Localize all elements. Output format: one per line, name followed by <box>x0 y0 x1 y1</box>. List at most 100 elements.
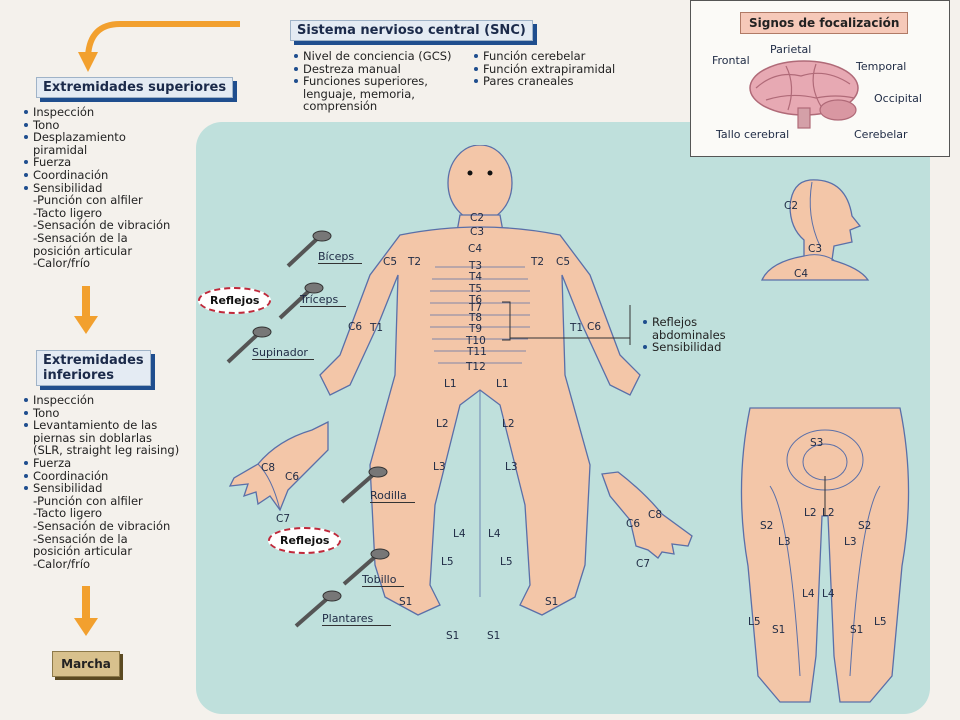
list-item: Levantamiento de las <box>24 419 196 432</box>
derm-c6-left: C6 <box>348 321 363 333</box>
down-arrow-icon <box>74 286 98 334</box>
snc-list-left: Nivel de conciencia (GCS)Destreza manual… <box>294 50 469 113</box>
derm-s1-right: S1 <box>545 596 559 608</box>
derm-t1-left: T1 <box>370 322 384 334</box>
derm-s1-left: S1 <box>399 596 413 608</box>
lower-limbs-title-2: inferiores <box>43 368 114 383</box>
derm-s1-foot-left: S1 <box>446 630 460 642</box>
focal-signs-title: Signos de focalización <box>740 12 909 34</box>
derm-c3: C3 <box>470 226 485 238</box>
derm-post-s2-left: S2 <box>760 520 774 532</box>
derm-t2-left: T2 <box>408 256 422 268</box>
list-item: posición articular <box>33 243 133 258</box>
focal-label-parietal: Parietal <box>770 43 812 56</box>
top-arrow-icon <box>78 21 240 72</box>
derm-c6-right: C6 <box>587 321 602 333</box>
derm-post-l3-left: L3 <box>778 536 791 548</box>
list-item: abdominales <box>652 327 726 342</box>
list-item: piramidal <box>33 142 88 157</box>
derm-post-l5-right: L5 <box>874 616 887 628</box>
reflejos-badge-lower: Reflejos <box>268 527 342 554</box>
list-item: (SLR, straight leg raising) <box>33 443 180 458</box>
list-item: Funciones superiores, lenguaje, memoria,… <box>294 75 469 113</box>
derm-l4-left: L4 <box>453 528 466 540</box>
reflex-biceps-label: Bíceps <box>318 250 363 264</box>
abdominal-bracket <box>502 301 631 345</box>
reflex-supinador-label: Supinador <box>252 346 314 360</box>
brain-illustration <box>749 60 859 129</box>
derm-l2-left: L2 <box>436 418 449 430</box>
hammer-icon-supinador <box>226 326 272 364</box>
left-hand-illustration <box>228 420 329 512</box>
derm-post-l4-right: L4 <box>822 588 835 600</box>
derm-post-s3: S3 <box>810 437 824 449</box>
derm-t12: T12 <box>466 361 486 373</box>
derm-t1-right: T1 <box>570 322 584 334</box>
reflejos-badge-upper: Reflejos <box>198 287 272 314</box>
derm-t11: T11 <box>467 346 487 358</box>
reflex-rodilla-label: Rodilla <box>370 489 415 503</box>
body-figure <box>319 145 641 616</box>
derm-t8: T8 <box>469 312 483 324</box>
posterior-legs-illustration <box>740 407 910 703</box>
derm-post-s1-left: S1 <box>772 624 786 636</box>
lower-limbs-title-1: Extremidades <box>43 353 144 368</box>
reflex-triceps-label: Tríceps <box>300 293 347 307</box>
derm-post-s2-right: S2 <box>858 520 872 532</box>
list-item: Tono <box>24 118 194 132</box>
hammer-icon-triceps <box>278 282 324 320</box>
derm-head-c4: C4 <box>794 268 809 280</box>
derm-head-c2: C2 <box>784 200 799 212</box>
derm-c5-right: C5 <box>556 256 571 268</box>
right-hand-illustration <box>601 471 693 559</box>
list-item: piernas sin doblarlas <box>33 430 153 445</box>
derm-hand-c7: C7 <box>276 513 291 525</box>
derm-l5-right: L5 <box>500 556 513 568</box>
list-item: Reflejos <box>643 316 743 329</box>
upper-limbs-title: Extremidades superiores <box>36 77 234 98</box>
list-item: Inspección <box>24 394 196 407</box>
list-item: Fuerza <box>24 156 194 169</box>
derm-head-c3: C3 <box>808 243 823 255</box>
list-item: Función extrapiramidal <box>474 62 644 76</box>
derm-t3: T3 <box>469 260 483 272</box>
derm-post-l4-left: L4 <box>802 588 815 600</box>
list-item: -Calor/frío <box>33 556 91 571</box>
derm-t10: T10 <box>466 335 486 347</box>
list-item: Desplazamiento <box>24 131 194 144</box>
derm-post-l3-right: L3 <box>844 536 857 548</box>
list-item: Función cerebelar <box>474 50 644 63</box>
head-side-illustration <box>760 179 870 281</box>
list-item: Inspección <box>24 106 194 119</box>
list-item: Coordinación <box>24 469 196 483</box>
list-item: Coordinación <box>24 169 194 182</box>
list-item: -Sensación de la <box>33 531 128 546</box>
derm-c5-left: C5 <box>383 256 398 268</box>
down-arrow-icon-2 <box>74 586 98 636</box>
derm-t4: T4 <box>469 271 483 283</box>
derm-l1-right: L1 <box>496 378 509 390</box>
lower-limbs-title: Extremidades inferiores <box>36 350 151 386</box>
derm-t9: T9 <box>469 323 483 335</box>
derm-rhand-c8: C8 <box>648 509 663 521</box>
list-item: -Tacto ligero <box>33 506 103 521</box>
list-item: -Sensación de la <box>33 230 128 245</box>
focal-label-tallo: Tallo cerebral <box>716 128 790 141</box>
list-item: posición articular <box>33 544 133 559</box>
list-item: Sensibilidad <box>24 482 196 495</box>
hammer-icon-plantares <box>294 590 342 628</box>
list-item: Destreza manual <box>294 62 469 76</box>
list-item: Nivel de conciencia (GCS) <box>294 50 469 63</box>
derm-post-l2-left: L2 <box>804 507 817 519</box>
derm-t2-right: T2 <box>531 256 545 268</box>
focal-label-temporal: Temporal <box>856 60 907 73</box>
reflex-tobillo-label: Tobillo <box>362 573 405 587</box>
derm-post-l2-right: L2 <box>822 507 835 519</box>
derm-hand-c8: C8 <box>261 462 276 474</box>
derm-hand-c6: C6 <box>285 471 300 483</box>
derm-s1-foot-right: S1 <box>487 630 501 642</box>
